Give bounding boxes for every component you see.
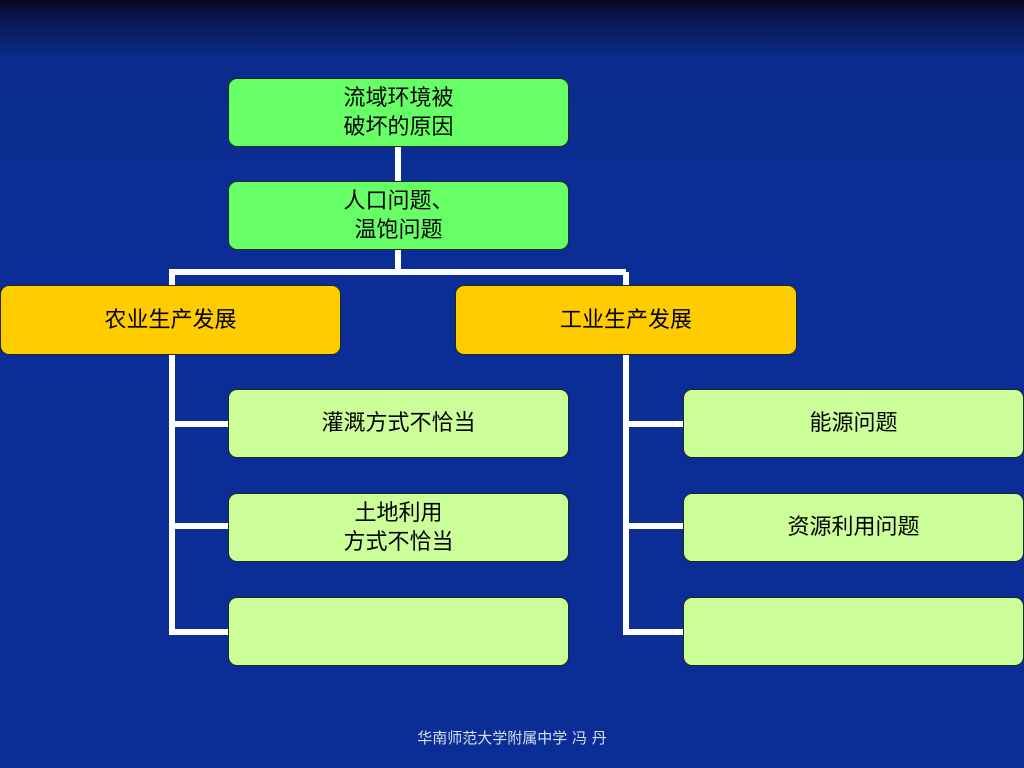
connector-agri-trunk (169, 354, 229, 635)
footer-credit: 华南师范大学附属中学 冯 丹 (417, 729, 607, 747)
node-industry: 工业生产发展 (455, 285, 797, 355)
node-population: 人口问题、 温饱问题 (228, 181, 569, 250)
node-resource-use: 资源利用问题 (683, 493, 1024, 562)
connector-indu-trunk (623, 354, 684, 635)
node-agriculture: 农业生产发展 (0, 285, 341, 355)
node-agri-blank (228, 597, 569, 666)
node-energy: 能源问题 (683, 389, 1024, 458)
node-land-use: 土地利用 方式不恰当 (228, 493, 569, 562)
node-root: 流域环境被 破坏的原因 (228, 78, 569, 147)
node-irrigation: 灌溉方式不恰当 (228, 389, 569, 458)
node-indu-blank (683, 597, 1024, 666)
